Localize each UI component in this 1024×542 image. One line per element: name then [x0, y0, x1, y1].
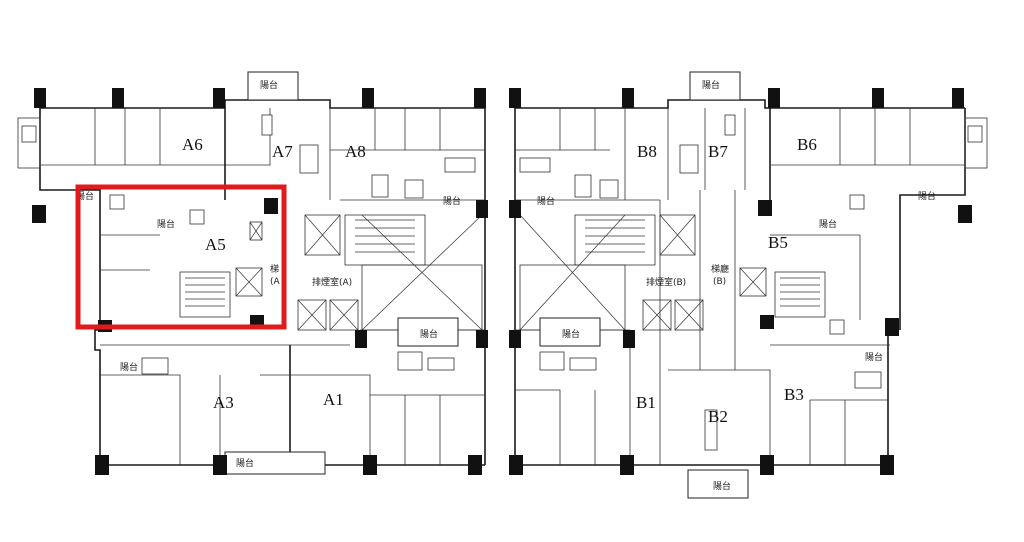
stair-b-label: 梯廳 [711, 263, 729, 275]
balcony-label: 陽台 [443, 195, 461, 207]
balcony-label: 陽台 [918, 190, 936, 202]
balcony-a1 [397, 317, 459, 347]
balcony-label: 陽台 [157, 218, 175, 230]
highlight-box-a5 [75, 184, 287, 330]
stair-b-sub-label: (B) [713, 277, 726, 287]
balcony-label: 陽台 [260, 79, 278, 91]
unit-label-a6: A6 [182, 135, 203, 154]
unit-label-a1: A1 [323, 390, 344, 409]
balcony-label: 陽台 [236, 457, 254, 469]
balcony-label: 陽台 [819, 218, 837, 230]
unit-label-a8: A8 [345, 142, 366, 161]
unit-label-b5: B5 [768, 233, 788, 252]
unit-label-b8: B8 [637, 142, 657, 161]
balcony-label: 陽台 [865, 351, 883, 363]
balcony-label: 陽台 [537, 195, 555, 207]
stair-a-sub-label: (A [270, 277, 281, 287]
building-b [509, 71, 988, 499]
unit-labels: A6 A7 A8 A5 A3 A1 B8 B7 B6 B5 B1 B2 B3 [182, 135, 817, 426]
smoke-room-b-label: 排煙室(B) [646, 276, 686, 288]
unit-label-b2: B2 [708, 407, 728, 426]
unit-label-a3: A3 [213, 393, 234, 412]
unit-label-b7: B7 [708, 142, 728, 161]
balcony-label: 陽台 [713, 480, 731, 492]
room-labels: 陽台 陽台 陽台 陽台 陽台 陽台 陽台 陽台 陽台 陽台 陽台 陽台 陽台 陽… [76, 79, 936, 492]
balcony-a7 [247, 71, 299, 101]
balcony-label: 陽台 [702, 79, 720, 91]
balcony-b2 [687, 469, 749, 499]
unit-label-a5: A5 [205, 235, 226, 254]
unit-label-b3: B3 [784, 385, 804, 404]
unit-label-b1: B1 [636, 393, 656, 412]
balcony-label: 陽台 [562, 328, 580, 340]
balcony-label: 陽台 [420, 328, 438, 340]
building-a [17, 71, 488, 475]
smoke-room-a-label: 排煙室(A) [312, 276, 352, 288]
unit-label-b6: B6 [797, 135, 817, 154]
balcony-b7 [689, 71, 741, 101]
balcony-label: 陽台 [76, 190, 94, 202]
stair-a-label: 梯 [270, 263, 279, 275]
balcony-b1 [539, 317, 601, 347]
balcony-label: 陽台 [120, 361, 138, 373]
unit-label-a7: A7 [272, 142, 293, 161]
